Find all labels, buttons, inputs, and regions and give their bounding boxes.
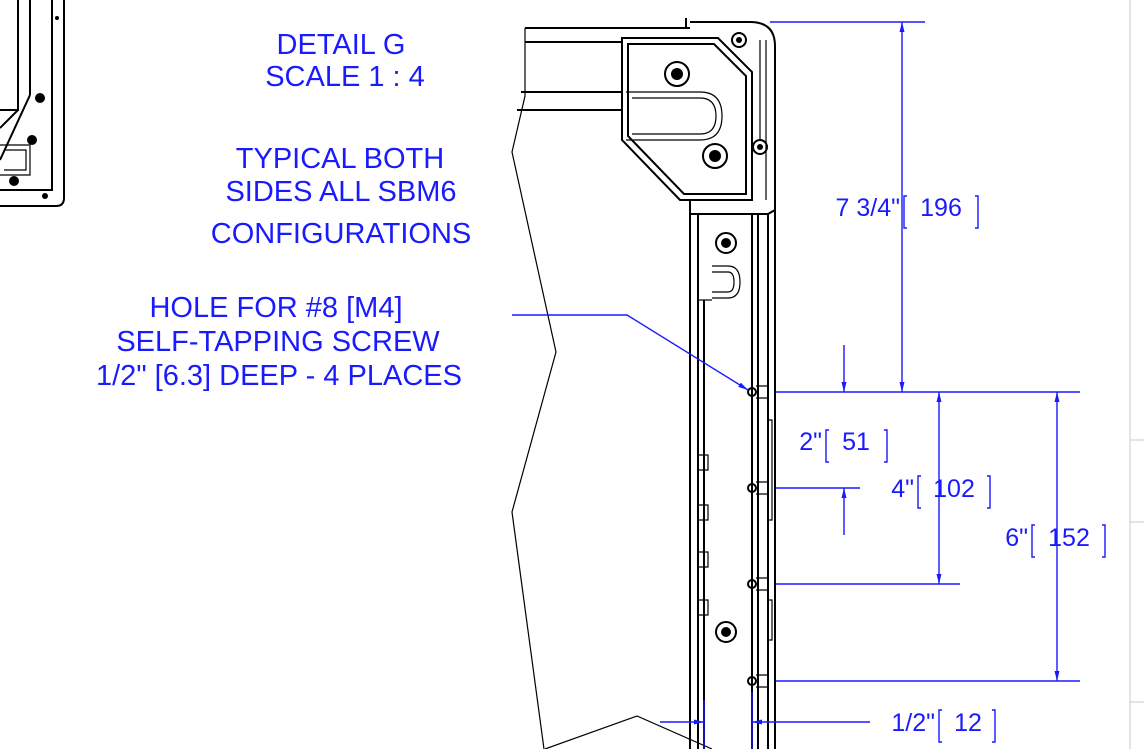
hole-callout-line3: 1/2" [6.3] DEEP - 4 PLACES (96, 360, 462, 392)
dimension-102: 4" 102 (891, 475, 991, 509)
dim-metric-12: 12 (954, 709, 982, 737)
dimension-12: 1/2" 12 (891, 709, 996, 743)
screw-hole (747, 577, 768, 591)
dim-imperial-196: 7 3/4" (836, 194, 900, 222)
typical-note-line2: SIDES ALL SBM6 (225, 176, 456, 208)
detail-label: DETAIL G SCALE 1 : 4 (265, 29, 425, 93)
sheet-border (1129, 0, 1144, 749)
extension-lines (703, 21, 1080, 749)
hole-callout: HOLE FOR #8 [M4] SELF-TAPPING SCREW 1/2"… (96, 292, 462, 392)
dim-metric-152: 152 (1048, 524, 1090, 552)
dim-imperial-102: 4" (891, 475, 914, 503)
hole-callout-line2: SELF-TAPPING SCREW (116, 326, 440, 358)
detail-scale: SCALE 1 : 4 (265, 61, 425, 93)
dimension-lines (660, 22, 1060, 725)
screw-holes (747, 385, 768, 688)
dim-imperial-51: 2" (799, 428, 822, 456)
dimension-152: 6" 152 (1005, 524, 1106, 558)
typical-note-line3: CONFIGURATIONS (211, 218, 471, 250)
detail-title: DETAIL G (277, 29, 406, 61)
dim-imperial-152: 6" (1005, 524, 1028, 552)
part-top-rail (517, 27, 690, 111)
dim-metric-196: 196 (920, 194, 962, 222)
screw-hole (747, 674, 768, 688)
typical-note: TYPICAL BOTH SIDES ALL SBM6 CONFIGURATIO… (211, 143, 471, 250)
dim-metric-51: 51 (842, 428, 870, 456)
partial-side-view (0, 0, 65, 207)
hole-leader (512, 314, 749, 391)
screw-hole (747, 481, 768, 495)
part-corner-casting (621, 18, 776, 215)
break-lines (511, 28, 713, 749)
typical-note-line1: TYPICAL BOTH (236, 143, 444, 175)
dimension-51: 2" 51 (799, 428, 888, 463)
dim-imperial-12: 1/2" (891, 709, 935, 737)
dim-metric-102: 102 (933, 475, 975, 503)
dimension-196: 7 3/4" 196 (836, 194, 979, 229)
hole-callout-line1: HOLE FOR #8 [M4] (149, 292, 402, 324)
screw-hole (747, 385, 768, 399)
part-side-rail (689, 200, 776, 749)
